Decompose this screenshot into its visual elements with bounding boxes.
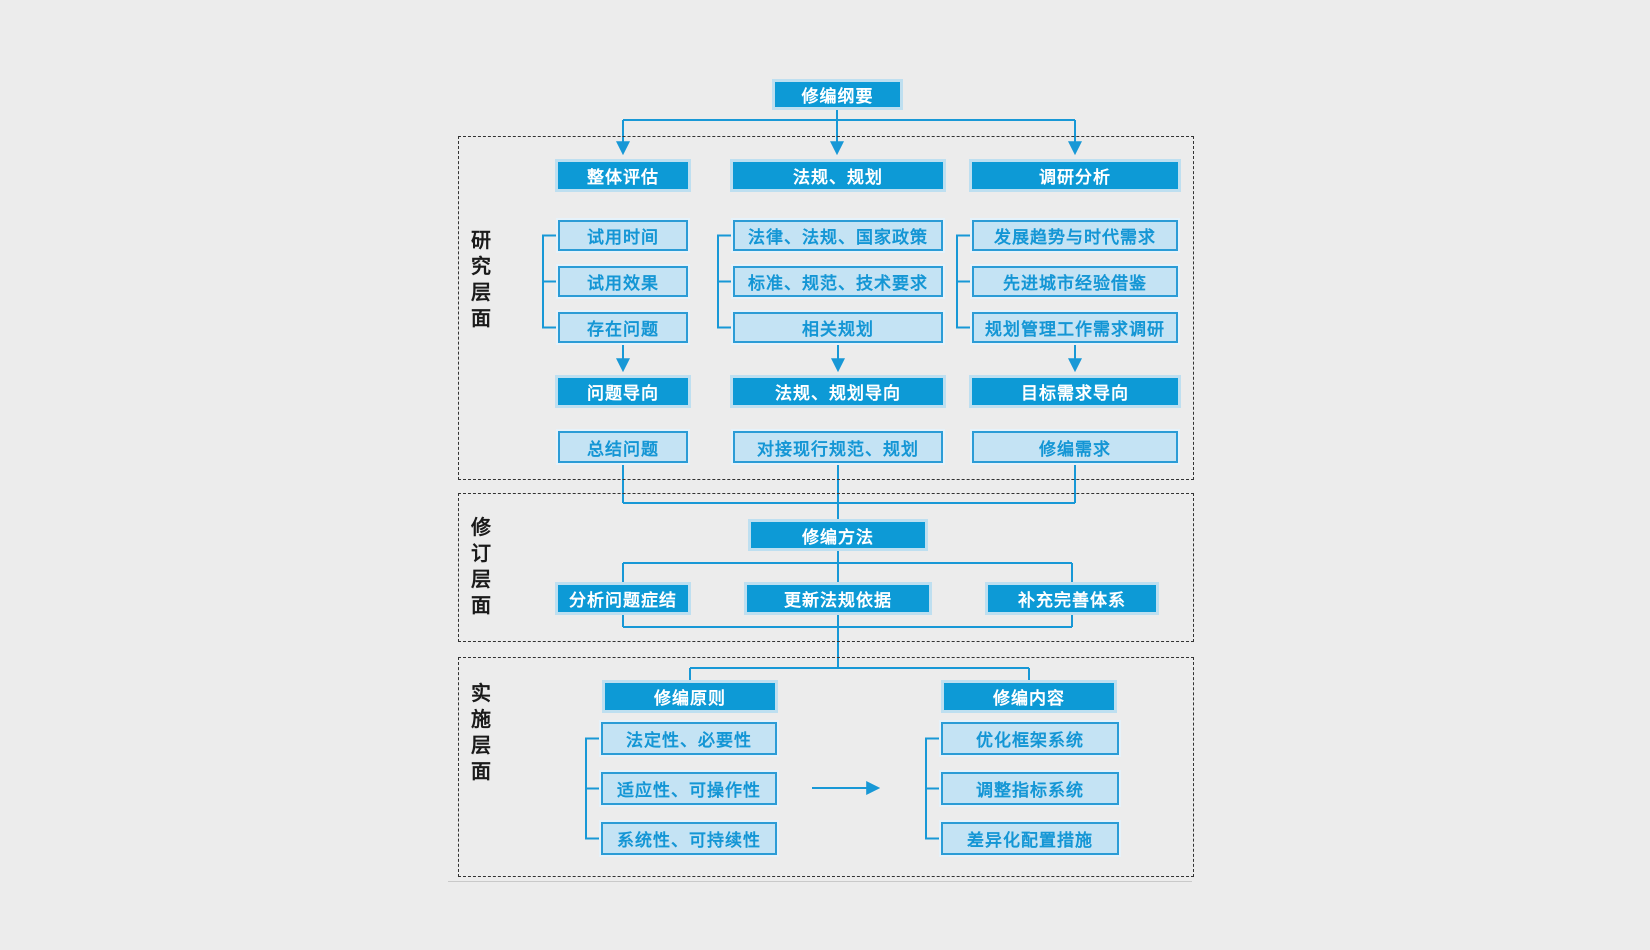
implementation-section-label: 实施层面: [471, 683, 491, 783]
implementation-principles-header: 修编原则: [605, 683, 775, 710]
research-col3-item-2: 先进城市经验借鉴: [972, 266, 1178, 297]
slide-edge-line: [448, 881, 1192, 882]
research-col1-item-3: 存在问题: [558, 312, 688, 343]
implementation-section-frame: [458, 657, 1194, 877]
research-col3-header: 调研分析: [972, 162, 1178, 189]
research-col1-header: 整体评估: [558, 162, 688, 189]
research-col2-item-1: 法律、法规、国家政策: [733, 220, 943, 251]
research-col2-header: 法规、规划: [733, 162, 943, 189]
implementation-content-3: 差异化配置措施: [941, 822, 1119, 855]
revision-method-box: 修编方法: [751, 522, 925, 548]
result-box-standards: 对接现行规范、规划: [733, 431, 943, 463]
revision-section-frame: [458, 493, 1194, 642]
research-col3-item-1: 发展趋势与时代需求: [972, 220, 1178, 251]
research-section-label: 研究层面: [471, 230, 491, 330]
implementation-principle-1: 法定性、必要性: [601, 722, 777, 755]
root-box: 修编纲要: [775, 82, 900, 107]
revision-action-2: 更新法规依据: [747, 585, 929, 612]
revision-section-label: 修订层面: [471, 517, 491, 617]
research-section-frame: [458, 136, 1194, 480]
orientation-box-regulation: 法规、规划导向: [733, 378, 943, 405]
research-col1-item-1: 试用时间: [558, 220, 688, 251]
revision-action-3: 补充完善体系: [988, 585, 1156, 612]
implementation-principle-2: 适应性、可操作性: [601, 772, 777, 805]
orientation-box-goal: 目标需求导向: [972, 378, 1178, 405]
implementation-content-1: 优化框架系统: [941, 722, 1119, 755]
orientation-box-problem: 问题导向: [558, 378, 688, 405]
revision-action-1: 分析问题症结: [558, 585, 688, 612]
result-box-needs: 修编需求: [972, 431, 1178, 463]
result-box-problems: 总结问题: [558, 431, 688, 463]
implementation-principle-3: 系统性、可持续性: [601, 822, 777, 855]
research-col1-item-2: 试用效果: [558, 266, 688, 297]
research-col3-item-3: 规划管理工作需求调研: [972, 312, 1178, 343]
implementation-content-header: 修编内容: [944, 683, 1114, 710]
research-col2-item-3: 相关规划: [733, 312, 943, 343]
research-col2-item-2: 标准、规范、技术要求: [733, 266, 943, 297]
implementation-content-2: 调整指标系统: [941, 772, 1119, 805]
